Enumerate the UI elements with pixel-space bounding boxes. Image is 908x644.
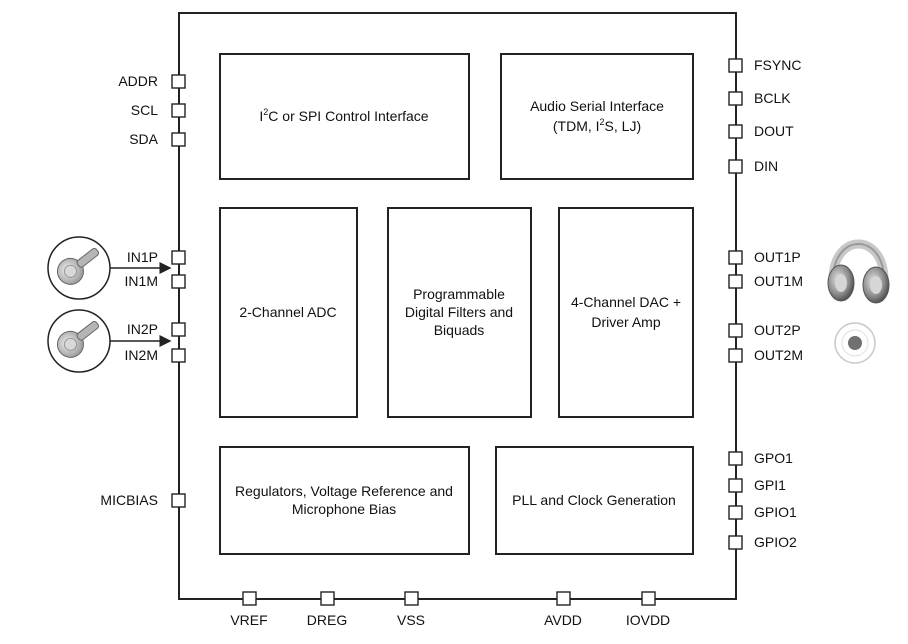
block-control-interface: I2C or SPI Control Interface xyxy=(219,53,470,180)
pin-label-micbias: MICBIAS xyxy=(100,492,158,508)
serial-if-line1: Audio Serial Interface xyxy=(530,98,664,114)
pin-label-din: DIN xyxy=(754,158,778,174)
pin-pad-fsync xyxy=(728,58,743,73)
filters-line2: Digital Filters and xyxy=(405,304,513,320)
adc-label: 2-Channel ADC xyxy=(239,304,336,320)
pin-pad-in1m xyxy=(171,274,186,289)
block-dac: 4-Channel DAC + Driver Amp xyxy=(558,207,694,418)
block-adc: 2-Channel ADC xyxy=(219,207,358,418)
pin-label-fsync: FSYNC xyxy=(754,57,801,73)
pin-label-out2m: OUT2M xyxy=(754,347,803,363)
filters-line3: Biquads xyxy=(434,322,485,338)
pin-label-avdd: AVDD xyxy=(544,612,582,628)
serial-if-line2-sup: 2 xyxy=(600,117,605,127)
block-regulators: Regulators, Voltage Reference and Microp… xyxy=(219,446,470,555)
pin-pad-gpi1 xyxy=(728,478,743,493)
pin-label-vss: VSS xyxy=(397,612,425,628)
pin-pad-in2m xyxy=(171,348,186,363)
control-if-prefix: I xyxy=(259,108,263,124)
pin-label-gpio1: GPIO1 xyxy=(754,504,797,520)
microphone-icon xyxy=(47,309,172,373)
pin-label-out1m: OUT1M xyxy=(754,273,803,289)
regulators-line2: Microphone Bias xyxy=(292,501,396,517)
serial-if-line2-b: S, LJ) xyxy=(605,118,642,134)
pin-label-in1m: IN1M xyxy=(125,273,158,289)
speaker-icon xyxy=(834,322,876,364)
pin-label-sda: SDA xyxy=(129,131,158,147)
pin-pad-dout xyxy=(728,124,743,139)
pin-pad-gpio1 xyxy=(728,505,743,520)
pin-pad-avdd xyxy=(556,591,571,606)
pin-pad-iovdd xyxy=(641,591,656,606)
block-audio-serial-interface: Audio Serial Interface (TDM, I2S, LJ) xyxy=(500,53,694,180)
dac-line2: Driver Amp xyxy=(591,314,660,330)
pin-pad-out1p xyxy=(728,250,743,265)
pin-label-iovdd: IOVDD xyxy=(626,612,670,628)
block-pll: PLL and Clock Generation xyxy=(495,446,694,555)
pin-label-gpo1: GPO1 xyxy=(754,450,793,466)
serial-if-line2-a: (TDM, I xyxy=(553,118,600,134)
block-digital-filters: Programmable Digital Filters and Biquads xyxy=(387,207,532,418)
pin-pad-bclk xyxy=(728,91,743,106)
pin-pad-din xyxy=(728,159,743,174)
pin-label-gpio2: GPIO2 xyxy=(754,534,797,550)
pin-label-gpi1: GPI1 xyxy=(754,477,786,493)
pin-label-vref: VREF xyxy=(230,612,267,628)
pin-pad-micbias xyxy=(171,493,186,508)
headphones-icon xyxy=(827,239,890,304)
filters-line1: Programmable xyxy=(413,286,505,302)
svg-text:(TDM, I2S, LJ): (TDM, I2S, LJ) xyxy=(553,117,641,134)
pll-label: PLL and Clock Generation xyxy=(512,492,676,508)
pin-pad-out1m xyxy=(728,274,743,289)
pin-label-bclk: BCLK xyxy=(754,90,791,106)
bottom-pins: VREF DREG VSS AVDD IOVDD xyxy=(230,591,670,628)
pin-label-scl: SCL xyxy=(131,102,158,118)
right-pins: FSYNC BCLK DOUT DIN OUT1P OUT1M OUT2P OU… xyxy=(728,57,803,550)
pin-label-in1p: IN1P xyxy=(127,249,158,265)
pin-label-out1p: OUT1P xyxy=(754,249,801,265)
control-if-suffix: C or SPI Control Interface xyxy=(268,108,429,124)
pin-pad-dreg xyxy=(320,591,335,606)
pin-pad-out2m xyxy=(728,348,743,363)
pin-label-dreg: DREG xyxy=(307,612,347,628)
control-if-sup: 2 xyxy=(263,107,268,117)
pin-pad-gpo1 xyxy=(728,451,743,466)
pin-pad-vss xyxy=(404,591,419,606)
microphone-icon xyxy=(47,236,172,300)
pin-label-dout: DOUT xyxy=(754,123,794,139)
dac-line1: 4-Channel DAC + xyxy=(571,294,681,310)
pin-pad-gpio2 xyxy=(728,535,743,550)
pin-label-in2m: IN2M xyxy=(125,347,158,363)
pin-label-out2p: OUT2P xyxy=(754,322,801,338)
regulators-line1: Regulators, Voltage Reference and xyxy=(235,483,453,499)
pin-pad-out2p xyxy=(728,323,743,338)
pin-pad-vref xyxy=(242,591,257,606)
pin-label-addr: ADDR xyxy=(118,73,158,89)
left-pins: ADDR SCL SDA IN1P IN1M IN2P IN2M MICBIAS xyxy=(100,73,186,508)
svg-text:I2C or SPI Control Interface: I2C or SPI Control Interface xyxy=(259,107,428,124)
pin-pad-in2p xyxy=(171,322,186,337)
pin-pad-sda xyxy=(171,132,186,147)
pin-pad-in1p xyxy=(171,250,186,265)
pin-pad-scl xyxy=(171,103,186,118)
pin-pad-addr xyxy=(171,74,186,89)
pin-label-in2p: IN2P xyxy=(127,321,158,337)
